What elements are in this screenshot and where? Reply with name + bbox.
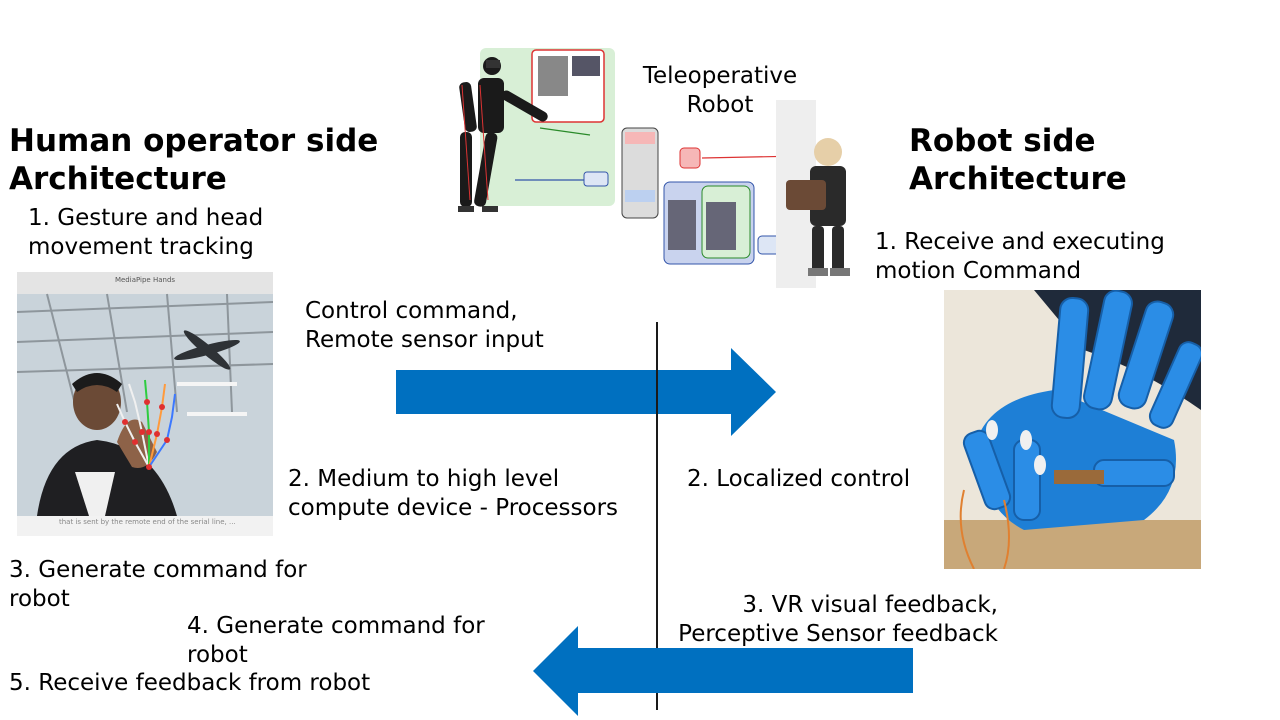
feedback-arrow <box>533 626 913 716</box>
teleoperative-robot-title: Teleoperative Robot <box>620 62 820 120</box>
robot-side-title: Robot side Architecture <box>909 122 1127 198</box>
robot-side-title-line2: Architecture <box>909 161 1127 197</box>
human-operator-title-line2: Architecture <box>9 161 227 197</box>
robotic-hand-illustration <box>944 290 1201 569</box>
human-robot-divider <box>656 322 658 710</box>
screenshot-window-title: MediaPipe Hands <box>114 276 176 284</box>
feedback-line1: 3. VR visual feedback, <box>742 592 998 618</box>
robotic-hand-photo <box>944 290 1201 569</box>
teleoperation-architecture-figure <box>440 40 870 288</box>
hand-tracking-illustration <box>17 272 273 536</box>
receive-feedback-step5: 5. Receive feedback from robot <box>9 670 371 696</box>
teleoperative-robot-title-line2: Robot <box>686 92 754 118</box>
human-operator-title-line1: Human operator side <box>9 123 379 159</box>
robot-side-title-line1: Robot side <box>909 123 1096 159</box>
control-command-line2: Remote sensor input <box>305 327 544 353</box>
teleoperative-robot-title-line1: Teleoperative <box>642 63 798 89</box>
architecture-diagram-illustration <box>458 48 850 288</box>
receive-command-line1: 1. Receive and executing <box>875 229 1165 255</box>
compute-device-line1: 2. Medium to high level <box>288 466 560 492</box>
gesture-tracking-line1: 1. Gesture and head <box>28 205 264 231</box>
generate-command-step3-line2: robot <box>9 586 70 612</box>
receive-command-line2: motion Command <box>875 258 1082 284</box>
generate-command-step4-line1: 4. Generate command for <box>187 613 485 639</box>
forward-command-arrow <box>396 348 776 436</box>
human-operator-title: Human operator side Architecture <box>9 122 378 198</box>
control-command-label: Control command, Remote sensor input <box>305 297 544 355</box>
screenshot-caption: that is sent by the remote end of the se… <box>59 518 236 526</box>
feedback-label: 3. VR visual feedback, Perceptive Sensor… <box>640 591 998 649</box>
generate-command-step4: 4. Generate command for robot <box>187 612 485 670</box>
control-command-line1: Control command, <box>305 298 518 324</box>
generate-command-step3-line1: 3. Generate command for <box>9 557 307 583</box>
feedback-line2: Perceptive Sensor feedback <box>678 621 998 647</box>
gesture-tracking-line2: movement tracking <box>28 234 254 260</box>
gesture-tracking-step: 1. Gesture and head movement tracking <box>28 204 263 262</box>
hand-tracking-screenshot: MediaPipe Hands that is sent by the remo… <box>17 272 273 536</box>
localized-control-label: 2. Localized control <box>687 466 911 492</box>
generate-command-step3: 3. Generate command for robot <box>9 556 307 614</box>
compute-device-line2: compute device - Processors <box>288 495 619 521</box>
compute-device-label: 2. Medium to high level compute device -… <box>288 465 618 523</box>
receive-command-step1: 1. Receive and executing motion Command <box>875 228 1165 286</box>
generate-command-step4-line2: robot <box>187 642 248 668</box>
